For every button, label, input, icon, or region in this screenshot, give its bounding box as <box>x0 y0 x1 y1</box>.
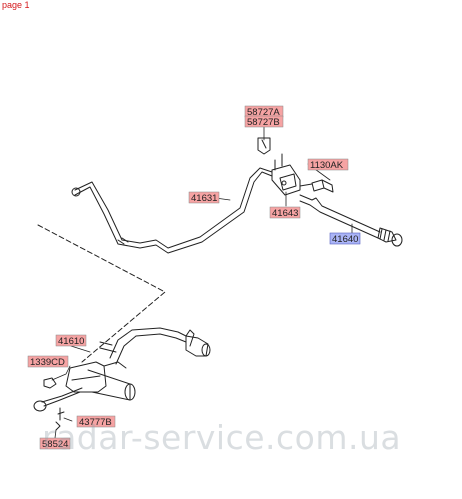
callout-41610-text: 41610 <box>58 336 84 347</box>
callout-41631[interactable]: 41631 <box>188 191 220 204</box>
clutch-tube-41631 <box>71 167 273 254</box>
callout-58727A-text: 58727A <box>247 107 280 118</box>
callout-1130AK[interactable]: 1130AK <box>307 158 349 171</box>
page-label: page 1 <box>2 0 30 10</box>
watermark: radar-service.com.ua <box>42 418 402 457</box>
clip-58524 <box>55 421 61 431</box>
callouts: 58727A 58727B 1130AK 41631 41643 41640 <box>27 105 361 450</box>
callout-1339CD[interactable]: 1339CD <box>27 355 69 368</box>
callout-58727B[interactable]: 58727B <box>244 115 284 128</box>
callout-58524[interactable]: 58524 <box>39 437 71 450</box>
callout-58727B-text: 58727B <box>247 117 280 128</box>
callout-43777B[interactable]: 43777B <box>76 415 116 428</box>
callout-41643[interactable]: 41643 <box>269 206 301 219</box>
callout-41640[interactable]: 41640 <box>329 232 361 245</box>
clutch-hose-41640 <box>299 194 403 247</box>
callout-41631-text: 41631 <box>191 193 217 204</box>
nut-1339CD <box>43 377 57 389</box>
callout-41640-text: 41640 <box>332 234 358 245</box>
callout-43777B-text: 43777B <box>79 417 112 428</box>
callout-41610[interactable]: 41610 <box>55 334 87 347</box>
dashed-reference-line <box>37 224 166 363</box>
leader-lines <box>51 126 353 439</box>
bracket-41643 <box>257 137 301 196</box>
callout-1130AK-text: 1130AK <box>310 160 344 171</box>
callout-58524-text: 58524 <box>42 439 68 450</box>
callout-1339CD-text: 1339CD <box>30 357 65 368</box>
master-cylinder-41610 <box>33 327 211 412</box>
pin-43777B <box>57 407 65 421</box>
callout-41643-text: 41643 <box>272 208 298 219</box>
bolt-1130AK <box>299 179 334 193</box>
